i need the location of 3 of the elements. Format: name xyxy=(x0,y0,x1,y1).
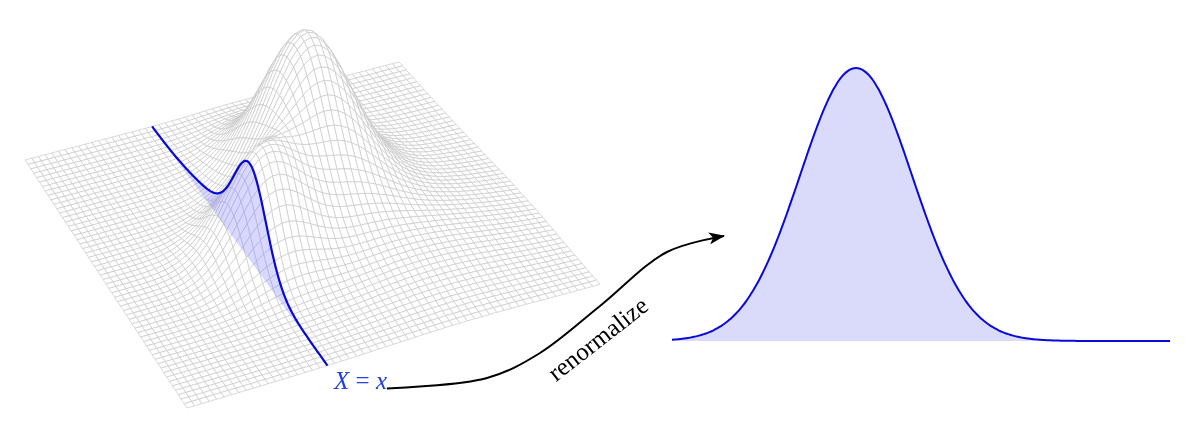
equation-label: X = x xyxy=(334,367,387,395)
curved-arrow xyxy=(386,232,725,390)
bell-curve-plot xyxy=(670,66,1172,343)
